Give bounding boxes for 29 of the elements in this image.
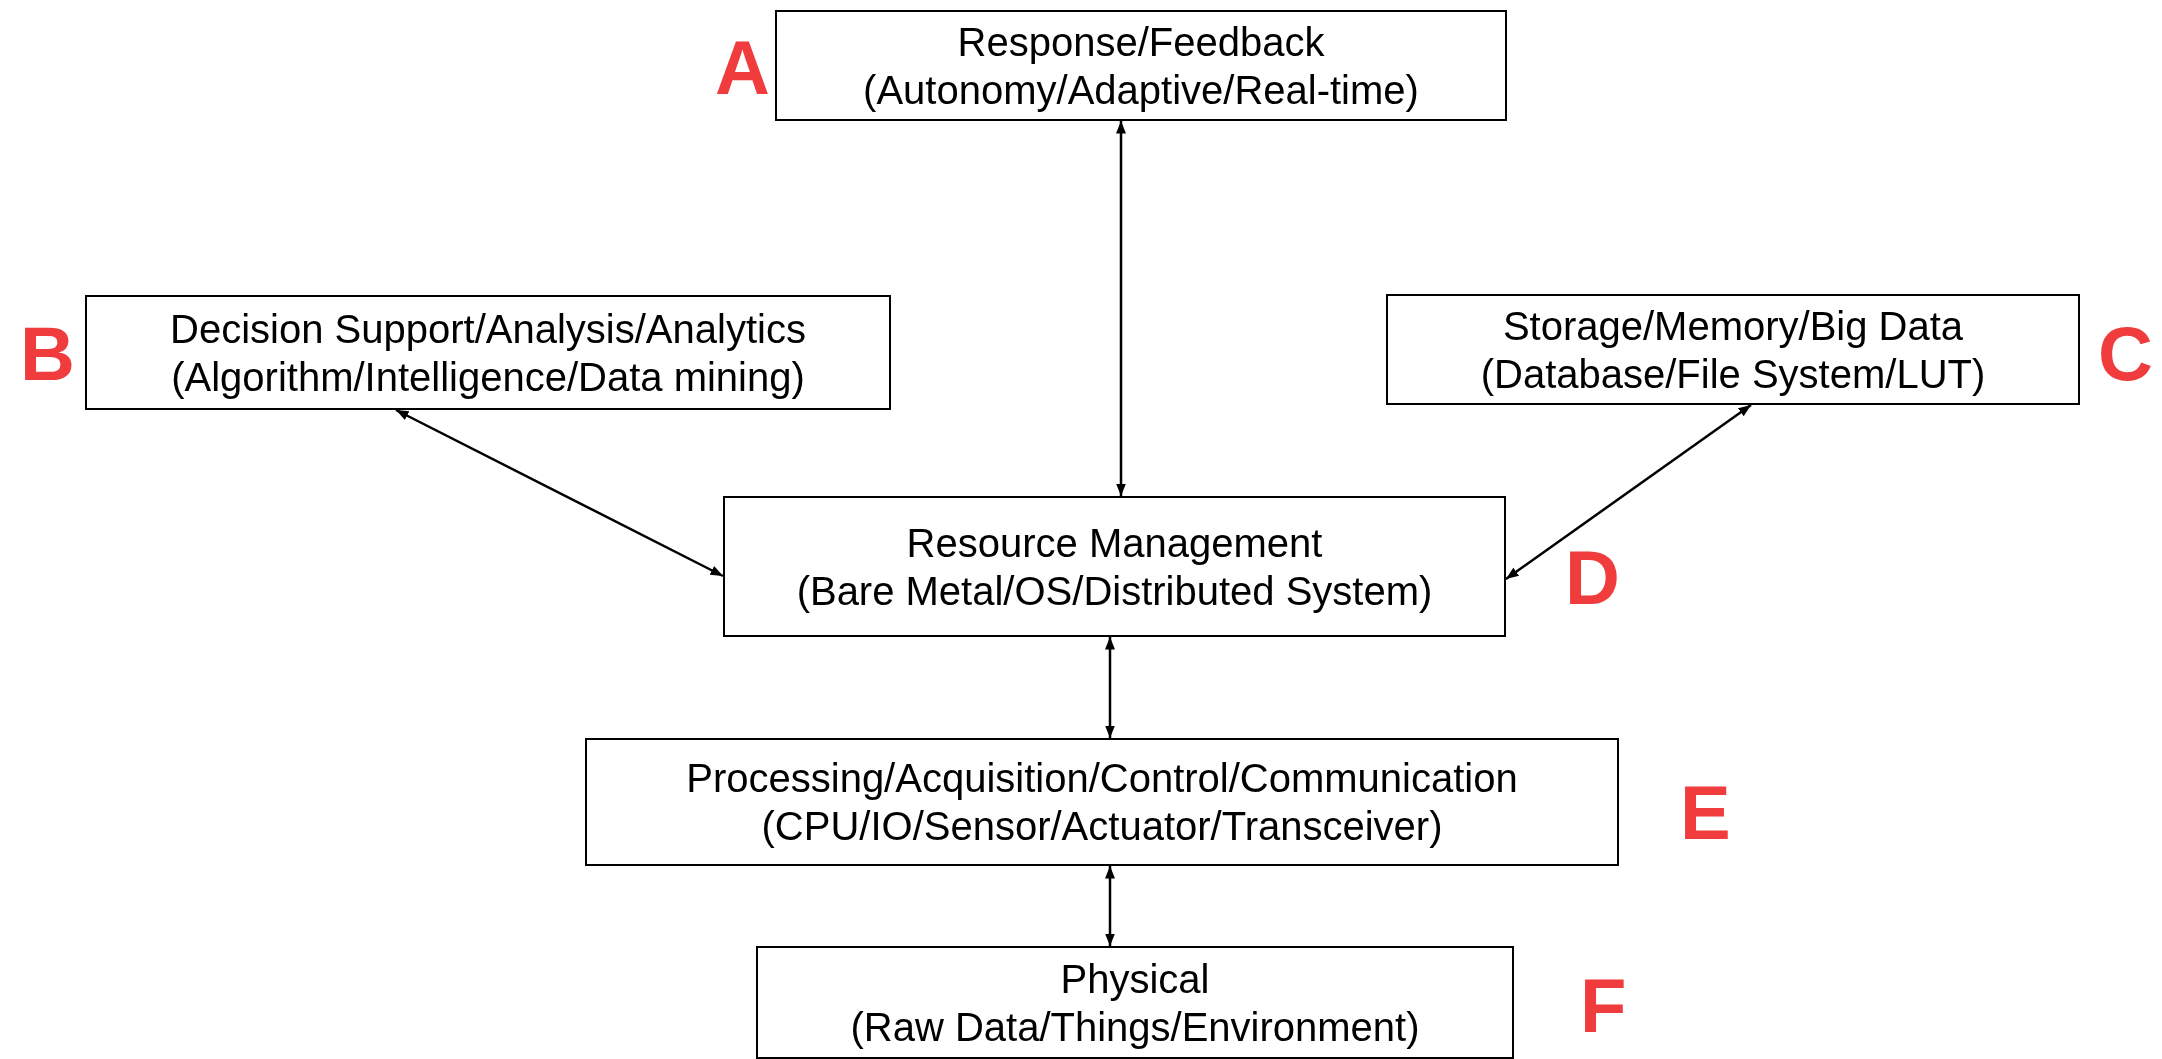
box-text: Physical [1060, 955, 1210, 1003]
box-text: Decision Support/Analysis/Analytics [170, 305, 806, 353]
layer-letter: F [1580, 968, 1627, 1044]
box-text: (CPU/IO/Sensor/Actuator/Transceiver) [761, 803, 1443, 850]
box-text: (Raw Data/Things/Environment) [850, 1003, 1420, 1051]
layer-letter: C [2098, 316, 2153, 392]
box-text: (Autonomy/Adaptive/Real-time) [863, 66, 1419, 114]
process-box [756, 946, 1514, 1059]
process-box [723, 496, 1506, 637]
box-text: (Algorithm/Intelligence/Data mining) [171, 353, 805, 401]
arrow [1116, 121, 1126, 496]
box-text: Processing/Acquisition/Control/Communication [686, 755, 1518, 802]
layer-letter: A [715, 30, 770, 106]
layer-letter: D [1565, 540, 1620, 616]
box-text: Resource Management [906, 519, 1323, 567]
layer-letter: E [1680, 775, 1731, 851]
process-box [85, 295, 891, 410]
box-text: Storage/Memory/Big Data [1502, 302, 1964, 350]
arrow [1105, 866, 1115, 946]
process-box [585, 738, 1619, 866]
process-box [775, 10, 1507, 121]
arrow [1505, 404, 1752, 580]
box-text: Response/Feedback [957, 18, 1325, 66]
box-text: (Bare Metal/OS/Distributed System) [796, 567, 1433, 615]
arrow [395, 408, 724, 578]
layer-letter: B [20, 316, 75, 392]
process-box [1386, 294, 2080, 405]
arrow [1105, 637, 1115, 738]
box-text: (Database/File System/LUT) [1480, 350, 1986, 398]
